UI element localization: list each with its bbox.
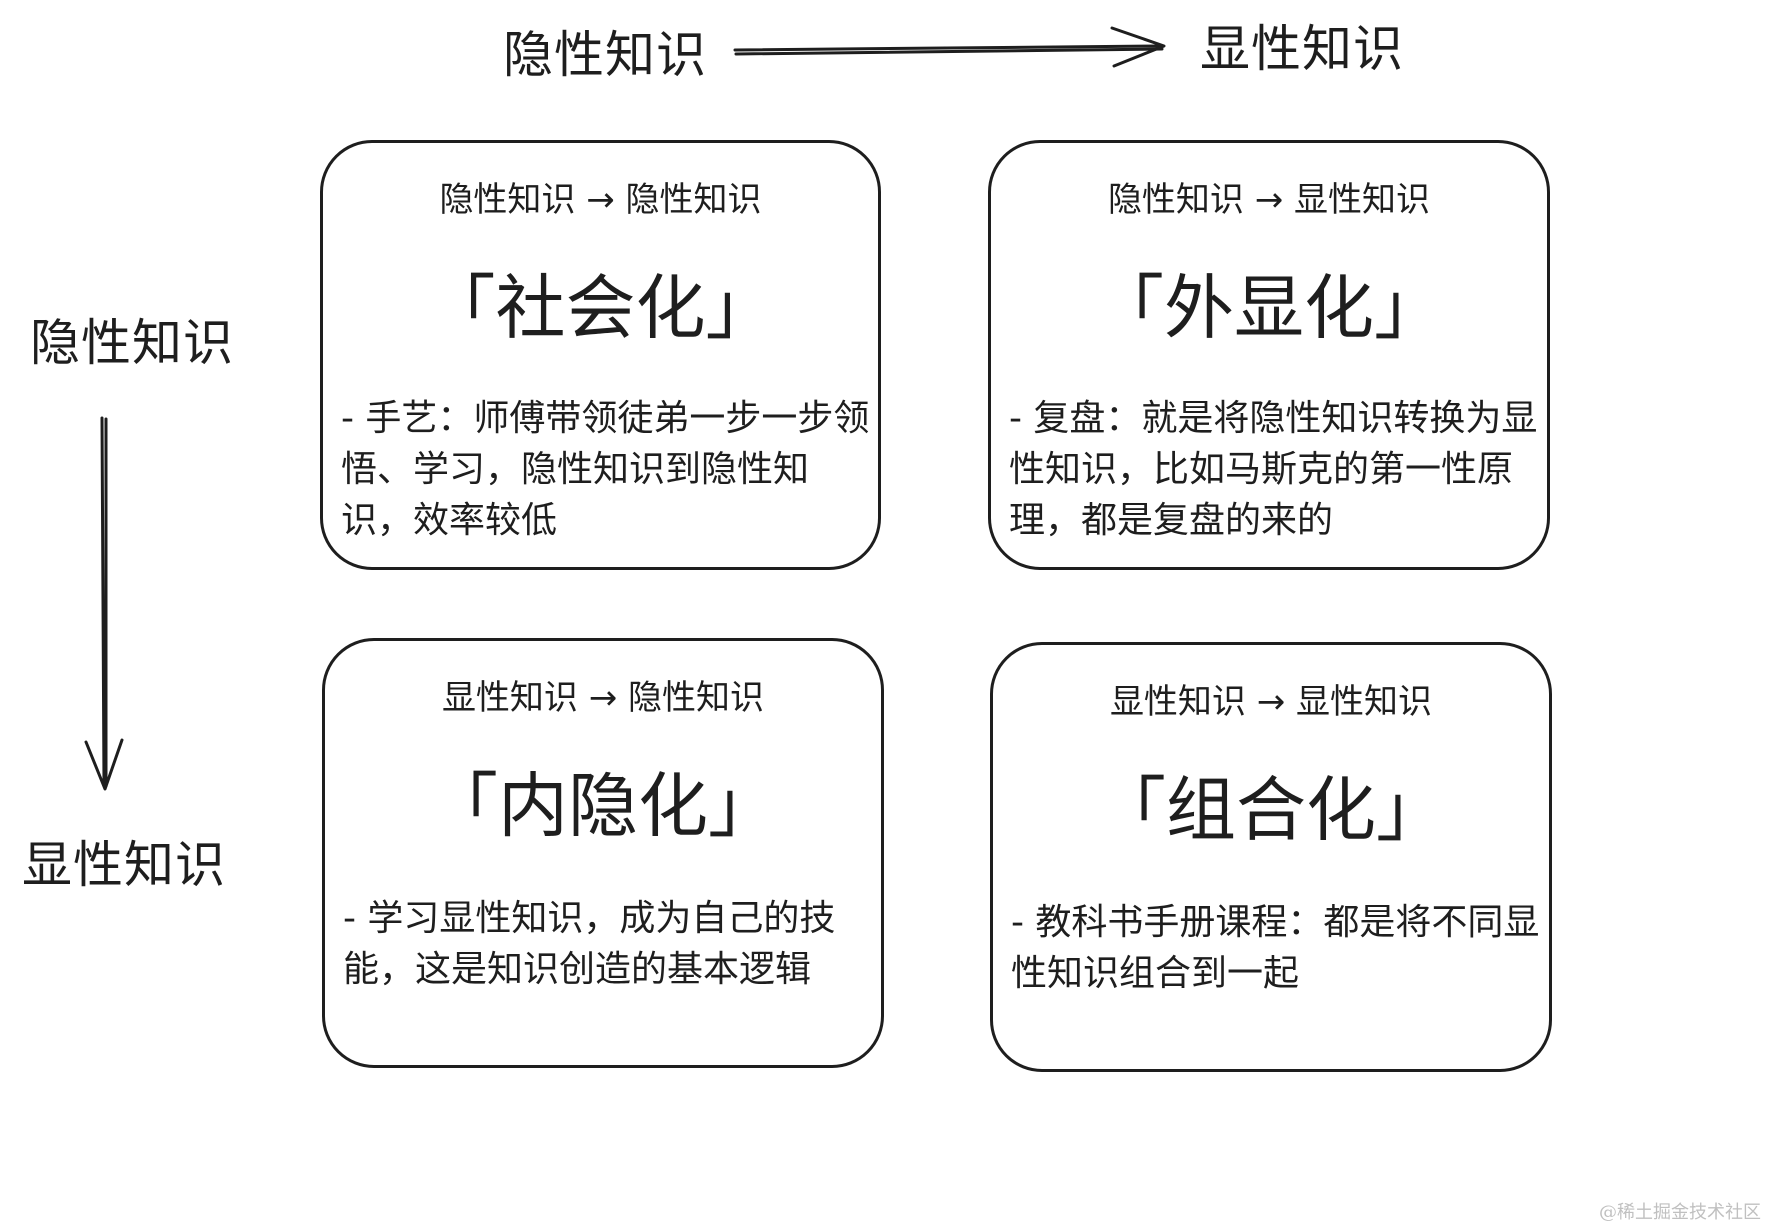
quadrant-title: 「组合化」 [1096, 769, 1446, 851]
quadrant-header: 显性知识 → 隐性知识 [441, 678, 765, 718]
left-axis-to-label: 显性知识 [22, 836, 226, 894]
quadrant-description: - 学习显性知识，成为自己的技能，这是知识创造的基本逻辑 [343, 898, 836, 990]
quadrant-internalization: 显性知识 → 隐性知识 「内隐化」 - 学习显性知识，成为自己的技能，这是知识创… [322, 638, 884, 1068]
quadrant-header: 显性知识 → 显性知识 [1109, 682, 1433, 722]
quadrant-socialization: 隐性知识 → 隐性知识 「社会化」 - 手艺：师傅带领徒弟一步一步领悟、学习，隐… [320, 140, 881, 570]
quadrant-description: - 教科书手册课程：都是将不同显性知识组合到一起 [1011, 902, 1540, 994]
quadrant-header: 隐性知识 → 显性知识 [1107, 180, 1431, 220]
vertical-arrow [84, 416, 124, 791]
quadrant-description: - 手艺：师傅带领徒弟一步一步领悟、学习，隐性知识到隐性知识，效率较低 [341, 398, 870, 541]
quadrant-combination: 显性知识 → 显性知识 「组合化」 - 教科书手册课程：都是将不同显性知识组合到… [990, 642, 1552, 1072]
quadrant-title: 「内隐化」 [428, 765, 778, 847]
watermark: @稀土掘金技术社区 [1599, 1202, 1761, 1223]
top-axis-to-label: 显性知识 [1200, 20, 1404, 78]
left-axis-from-label: 隐性知识 [30, 314, 234, 372]
quadrant-externalization: 隐性知识 → 显性知识 「外显化」 - 复盘：就是将隐性知识转换为显性知识，比如… [988, 140, 1550, 570]
quadrant-header: 隐性知识 → 隐性知识 [439, 180, 762, 220]
horizontal-arrow [733, 26, 1166, 68]
quadrant-description: - 复盘：就是将隐性知识转换为显性知识，比如马斯克的第一性原理，都是复盘的来的 [1009, 398, 1538, 541]
quadrant-title: 「外显化」 [1094, 267, 1444, 349]
top-axis-from-label: 隐性知识 [503, 26, 707, 84]
quadrant-title: 「社会化」 [425, 267, 776, 349]
